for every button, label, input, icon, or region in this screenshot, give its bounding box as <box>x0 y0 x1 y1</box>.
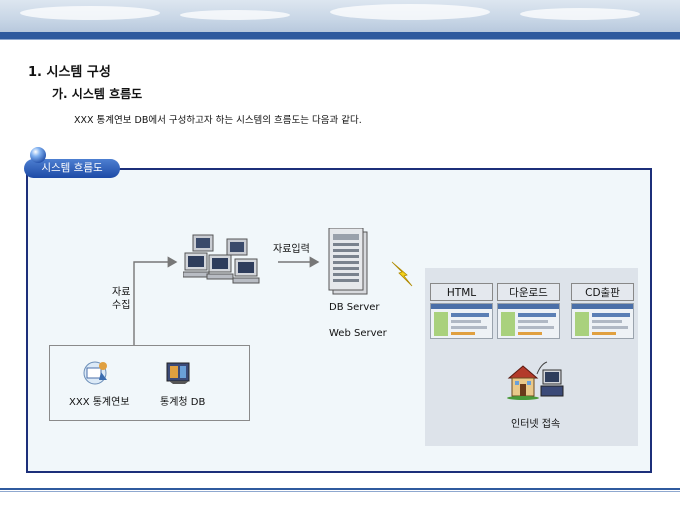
diagram-title-tab: 시스템 흐름도 <box>24 159 120 178</box>
subsection-heading: 가. 시스템 흐름도 <box>52 87 143 101</box>
header-banner <box>0 0 680 32</box>
server-label-db: DB Server <box>329 302 380 313</box>
internet-access-label: 인터넷 접속 <box>511 419 561 430</box>
webpage-thumbnail <box>430 303 493 339</box>
output-download: 다운로드 <box>497 283 560 301</box>
server-label-web: Web Server <box>329 328 387 339</box>
globe-ornament-icon <box>30 147 46 163</box>
header-rule <box>0 32 680 39</box>
source-label-db: 통계청 DB <box>160 397 206 408</box>
webpage-thumbnail <box>497 303 560 339</box>
source-label-yearbook: XXX 통계연보 <box>69 397 130 408</box>
data-sources-box <box>49 345 250 421</box>
input-label: 자료입력 <box>273 244 310 255</box>
yearbook-icon <box>83 361 107 385</box>
database-icon <box>166 362 190 384</box>
footer-rule <box>0 488 680 490</box>
server-icon <box>328 228 368 295</box>
collect-arrow <box>133 256 178 345</box>
collect-label-line2: 수집 <box>112 300 131 311</box>
collect-label-line1: 자료 <box>112 287 131 298</box>
output-cd: CD출판 <box>571 283 634 301</box>
section-heading: 1. 시스템 구성 <box>28 65 111 80</box>
webpage-thumbnail <box>571 303 634 339</box>
intro-text: XXX 통계연보 DB에서 구성하고자 하는 시스템의 흐름도는 다음과 같다. <box>74 115 362 126</box>
header-rule-thin <box>0 39 680 40</box>
internet-access-icon <box>507 361 564 400</box>
footer-rule-thin <box>0 491 680 492</box>
lightning-icon <box>391 261 413 287</box>
output-html: HTML <box>430 283 493 301</box>
computer-workstations-icon <box>183 234 260 284</box>
